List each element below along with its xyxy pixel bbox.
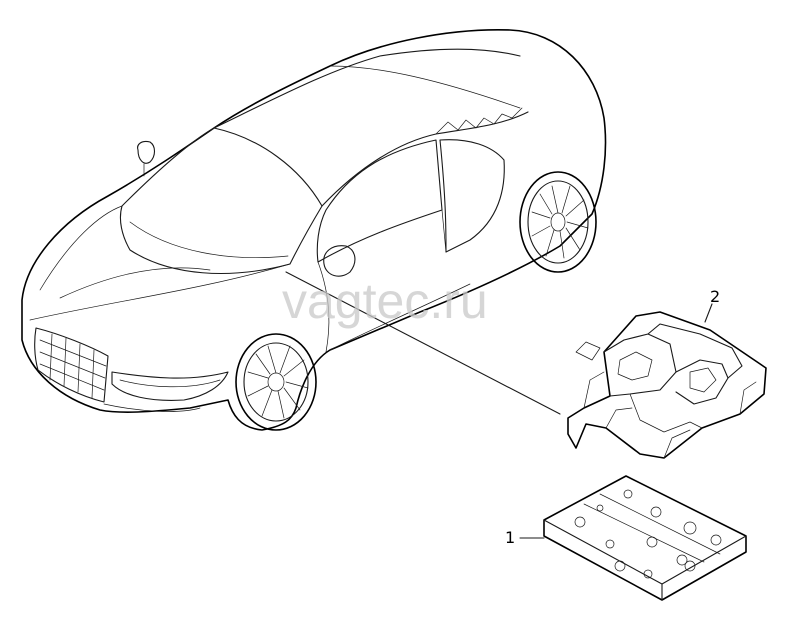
leader-line-2 [704,303,713,323]
callout-1: 1 [505,528,515,547]
front-wheel [235,333,317,431]
rear-wheel [519,171,597,273]
car-illustration [21,29,607,431]
callout-2: 2 [710,287,720,306]
watermark-text: vagtec.ru [282,273,488,329]
part-tray [567,311,767,459]
leader-line-car [285,271,561,415]
front-grille [34,327,109,403]
part-mat [543,475,747,601]
